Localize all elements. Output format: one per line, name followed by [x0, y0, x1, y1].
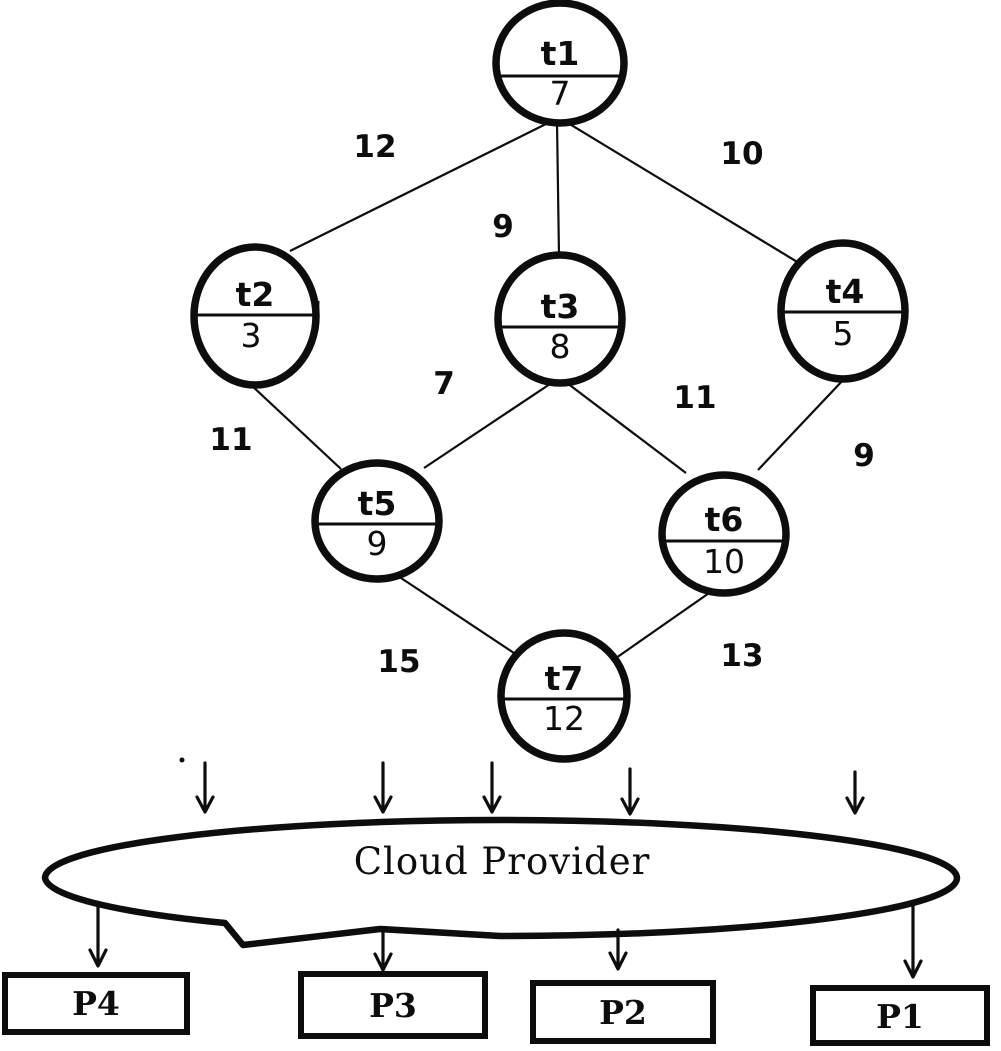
edge-t3-t6-line — [566, 382, 687, 474]
down-arrow-icon — [373, 926, 393, 972]
edge-t1-t4-weight: 10 — [720, 136, 763, 172]
down-arrow-icon — [195, 761, 215, 814]
down-arrow-icon — [620, 767, 640, 816]
task-node-t1: t1 7 — [492, 0, 628, 127]
processor-p2-box — [530, 980, 716, 1044]
edge-t5-t7-weight: 15 — [377, 644, 420, 680]
dag-edges — [249, 119, 846, 659]
edge-t1-t4-line — [562, 119, 800, 264]
processor-p3-label: P3 — [369, 986, 417, 1025]
task-node-t7-circle — [497, 629, 631, 763]
cloud-provider: Cloud Provider — [41, 816, 961, 949]
task-node-t4-value: 5 — [833, 314, 854, 353]
edge-t4-t6-weight: 9 — [853, 438, 875, 474]
task-node-t1-value: 7 — [550, 74, 571, 113]
task-node-t3-label: t3 — [541, 287, 580, 326]
task-node-t5: t5 9 — [311, 459, 443, 583]
task-node-t5-circle — [311, 459, 443, 583]
edge-t3-t5-weight: 7 — [433, 366, 455, 402]
down-arrow-icon — [845, 770, 865, 815]
edge-t5-t7-line — [397, 575, 518, 656]
task-node-t7-value: 12 — [543, 699, 585, 738]
processor-p2: P2 — [530, 980, 716, 1044]
edge-t1-t2-weight: 12 — [353, 129, 396, 165]
processor-p4-box — [2, 972, 190, 1035]
processor-p3: P3 — [298, 971, 488, 1039]
down-arrow-icon — [88, 904, 108, 968]
task-node-t6-label: t6 — [705, 500, 744, 539]
edge-t1-t2-line — [289, 121, 551, 252]
task-node-t2-label: t2 — [236, 275, 275, 314]
cloud-to-processor-arrows — [88, 903, 923, 979]
dag-edge-weights: 12 9 10 11 7 11 9 15 13 — [209, 129, 874, 680]
ink-speck — [179, 757, 185, 763]
processor-p3-box — [298, 971, 488, 1039]
task-node-t6-circle — [658, 471, 790, 597]
task-node-t4: t4 5 — [777, 239, 909, 383]
stray-tick — [315, 300, 320, 332]
edge-t3-t5-line — [423, 381, 554, 469]
edge-t3-t6-weight: 11 — [673, 380, 716, 416]
task-node-t6: t6 10 — [658, 471, 790, 597]
down-arrow-icon — [903, 903, 923, 979]
task-node-t3: t3 8 — [494, 251, 626, 387]
processor-p2-label: P2 — [599, 993, 647, 1032]
stray-tick — [902, 298, 907, 333]
edge-t6-t7-weight: 13 — [720, 638, 763, 674]
processor-p4: P4 — [2, 972, 190, 1035]
task-node-t7-label: t7 — [545, 659, 584, 698]
task-node-t5-value: 9 — [367, 524, 388, 563]
edge-t4-t6-line — [757, 377, 846, 471]
task-node-t3-value: 8 — [550, 327, 571, 366]
processor-p1-box — [810, 985, 990, 1046]
cloud-provider-ellipse — [41, 816, 961, 949]
down-arrow-icon — [608, 928, 628, 971]
task-node-t5-label: t5 — [358, 484, 397, 523]
edge-t1-t3-weight: 9 — [492, 209, 514, 245]
edge-t2-t5-weight: 11 — [209, 422, 252, 458]
graph-to-cloud-arrows — [179, 757, 865, 816]
processor-p1-label: P1 — [876, 997, 924, 1036]
edge-t1-t3-line — [555, 121, 561, 257]
task-node-t2: t2 3 — [190, 243, 320, 389]
task-node-t2-value: 3 — [241, 316, 262, 355]
task-node-t6-value: 10 — [703, 542, 745, 581]
cloud-provider-label: Cloud Provider — [354, 840, 651, 883]
task-node-t1-label: t1 — [541, 34, 580, 73]
edge-t6-t7-line — [615, 590, 713, 659]
processor-p4-label: P4 — [72, 984, 120, 1023]
task-node-t1-circle — [492, 0, 628, 127]
down-arrow-icon — [373, 761, 393, 814]
processor-p1: P1 — [810, 985, 990, 1046]
task-node-t4-label: t4 — [826, 272, 865, 311]
edge-t2-t5-line — [249, 383, 342, 470]
down-arrow-icon — [482, 761, 502, 814]
task-node-t3-circle — [494, 251, 626, 387]
task-node-t7: t7 12 — [497, 629, 631, 763]
